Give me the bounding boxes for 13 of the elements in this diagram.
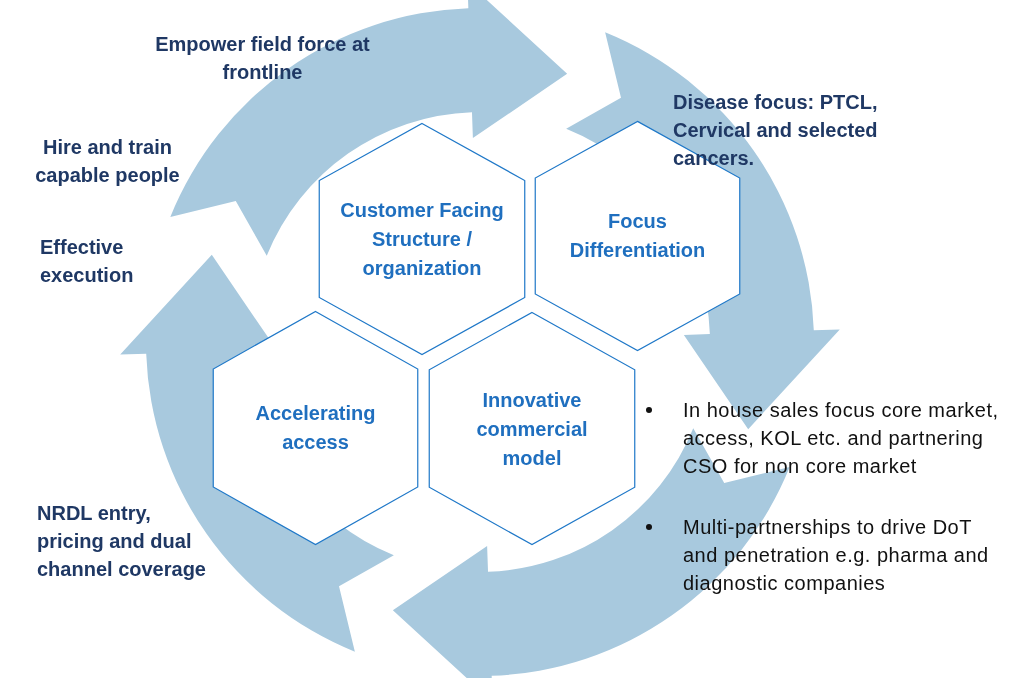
hexagon-title: Customer Facing Structure / organization [339,197,505,281]
annotation-text: Hire and train capable people [34,135,181,188]
model-hexagon [428,311,636,546]
hexagon-title: Focus Differentiation [568,209,707,263]
annotation-text: NRDL entry, pricing and dual channel coverage [37,501,207,582]
bullet-text: In house sales focus core market, access, KOL etc. and partnering CSO for non core market [683,399,999,477]
bullet-text: Multi-partnerships to drive DoT and penetration e.g. pharma and diagnostic companies [683,516,989,594]
hexagon-title: Accelerating access [254,401,377,455]
annotation-text: Effective execution [40,235,135,288]
annotation-text: Empower field force at frontline [154,32,371,85]
structure-hexagon [318,122,526,356]
hexagon-title: Innovative commercial model [475,387,589,470]
access-hexagon [212,310,419,546]
